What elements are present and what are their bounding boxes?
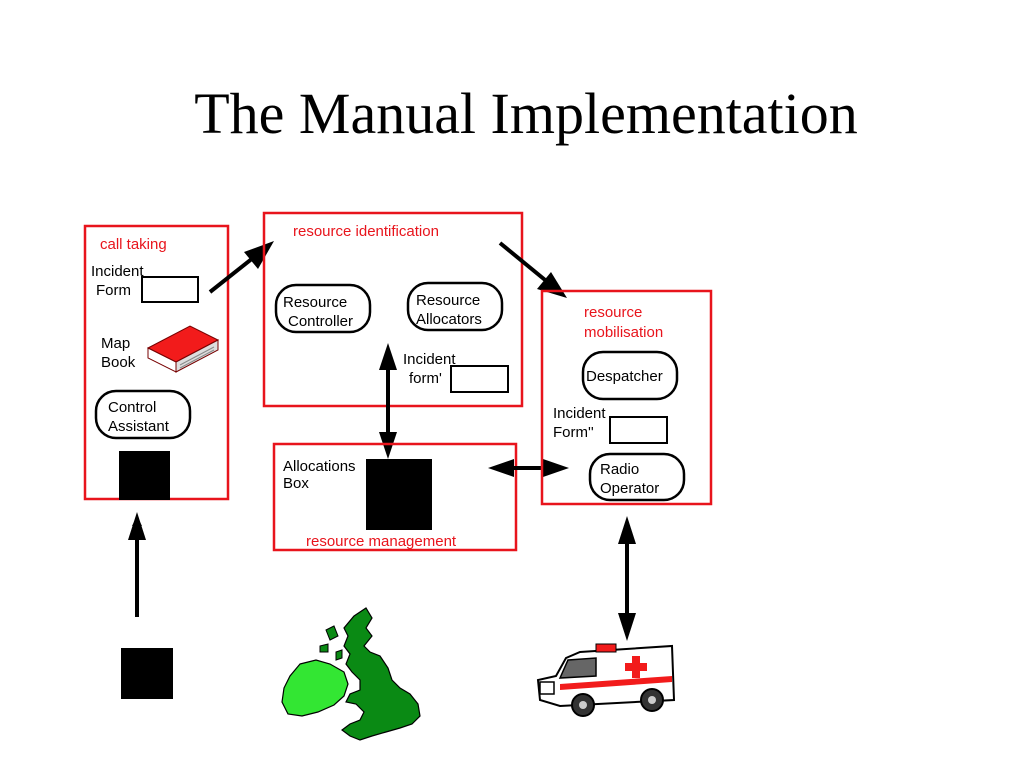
control-assistant-label-2: Assistant (108, 418, 170, 435)
identification-to-mobilisation-arrow (498, 241, 552, 286)
resource-allocators-label: Resource (416, 292, 480, 309)
call-taking-black-square (119, 451, 170, 500)
incident-form-double-prime-label: Incident (553, 405, 606, 422)
incident-form-label-2: Form (96, 282, 131, 299)
ambulance-icon (536, 643, 676, 717)
resource-mobilisation-box: resource mobilisation Despatcher Inciden… (540, 289, 713, 506)
uk-map-icon (281, 607, 421, 741)
caller-black-square (121, 648, 173, 699)
control-assistant-label: Control (108, 399, 156, 416)
control-assistant-node (94, 389, 192, 440)
resource-controller-label: Resource (283, 294, 347, 311)
allocations-box-square (366, 459, 432, 530)
resource-management-label: resource management (306, 533, 457, 550)
call-taking-to-identification-arrow (208, 252, 260, 294)
resource-controller-node (274, 283, 372, 334)
map-book-label: Map (101, 335, 130, 352)
incident-form-prime-icon (450, 365, 509, 393)
resource-management-box: Allocations Box resource management (272, 442, 518, 552)
resource-allocators-label-2: Allocators (416, 311, 482, 328)
despatcher-node (581, 350, 679, 401)
call-taking-label: call taking (100, 236, 167, 253)
incident-form-icon (141, 276, 199, 303)
radio-operator-label-2: Operator (600, 480, 659, 497)
slide-title: The Manual Implementation (194, 81, 858, 146)
radio-operator-node (588, 452, 686, 502)
map-book-icon (146, 325, 220, 373)
call-taking-box: call taking Incident Form Map Book Contr… (83, 224, 230, 501)
resource-allocators-node (406, 281, 504, 332)
radio-operator-label: Radio (600, 461, 639, 478)
incident-form-double-prime-icon (609, 416, 668, 444)
resource-identification-label: resource identification (293, 223, 439, 240)
allocations-box-label-2: Box (283, 475, 309, 492)
incident-form-double-prime-label-2: Form'' (553, 424, 594, 441)
resource-identification-box: resource identification Resource Control… (262, 211, 524, 408)
incident-form-prime-label: Incident (403, 351, 456, 368)
allocations-box-label: Allocations (283, 458, 356, 475)
map-book-label-2: Book (101, 354, 136, 371)
resource-controller-label-2: Controller (288, 313, 353, 330)
incident-form-label: Incident (91, 263, 144, 280)
despatcher-label: Despatcher (586, 368, 663, 385)
resource-mobilisation-label: resource (584, 304, 642, 321)
resource-mobilisation-label-2: mobilisation (584, 324, 663, 341)
incident-form-prime-label-2: form' (409, 370, 442, 387)
